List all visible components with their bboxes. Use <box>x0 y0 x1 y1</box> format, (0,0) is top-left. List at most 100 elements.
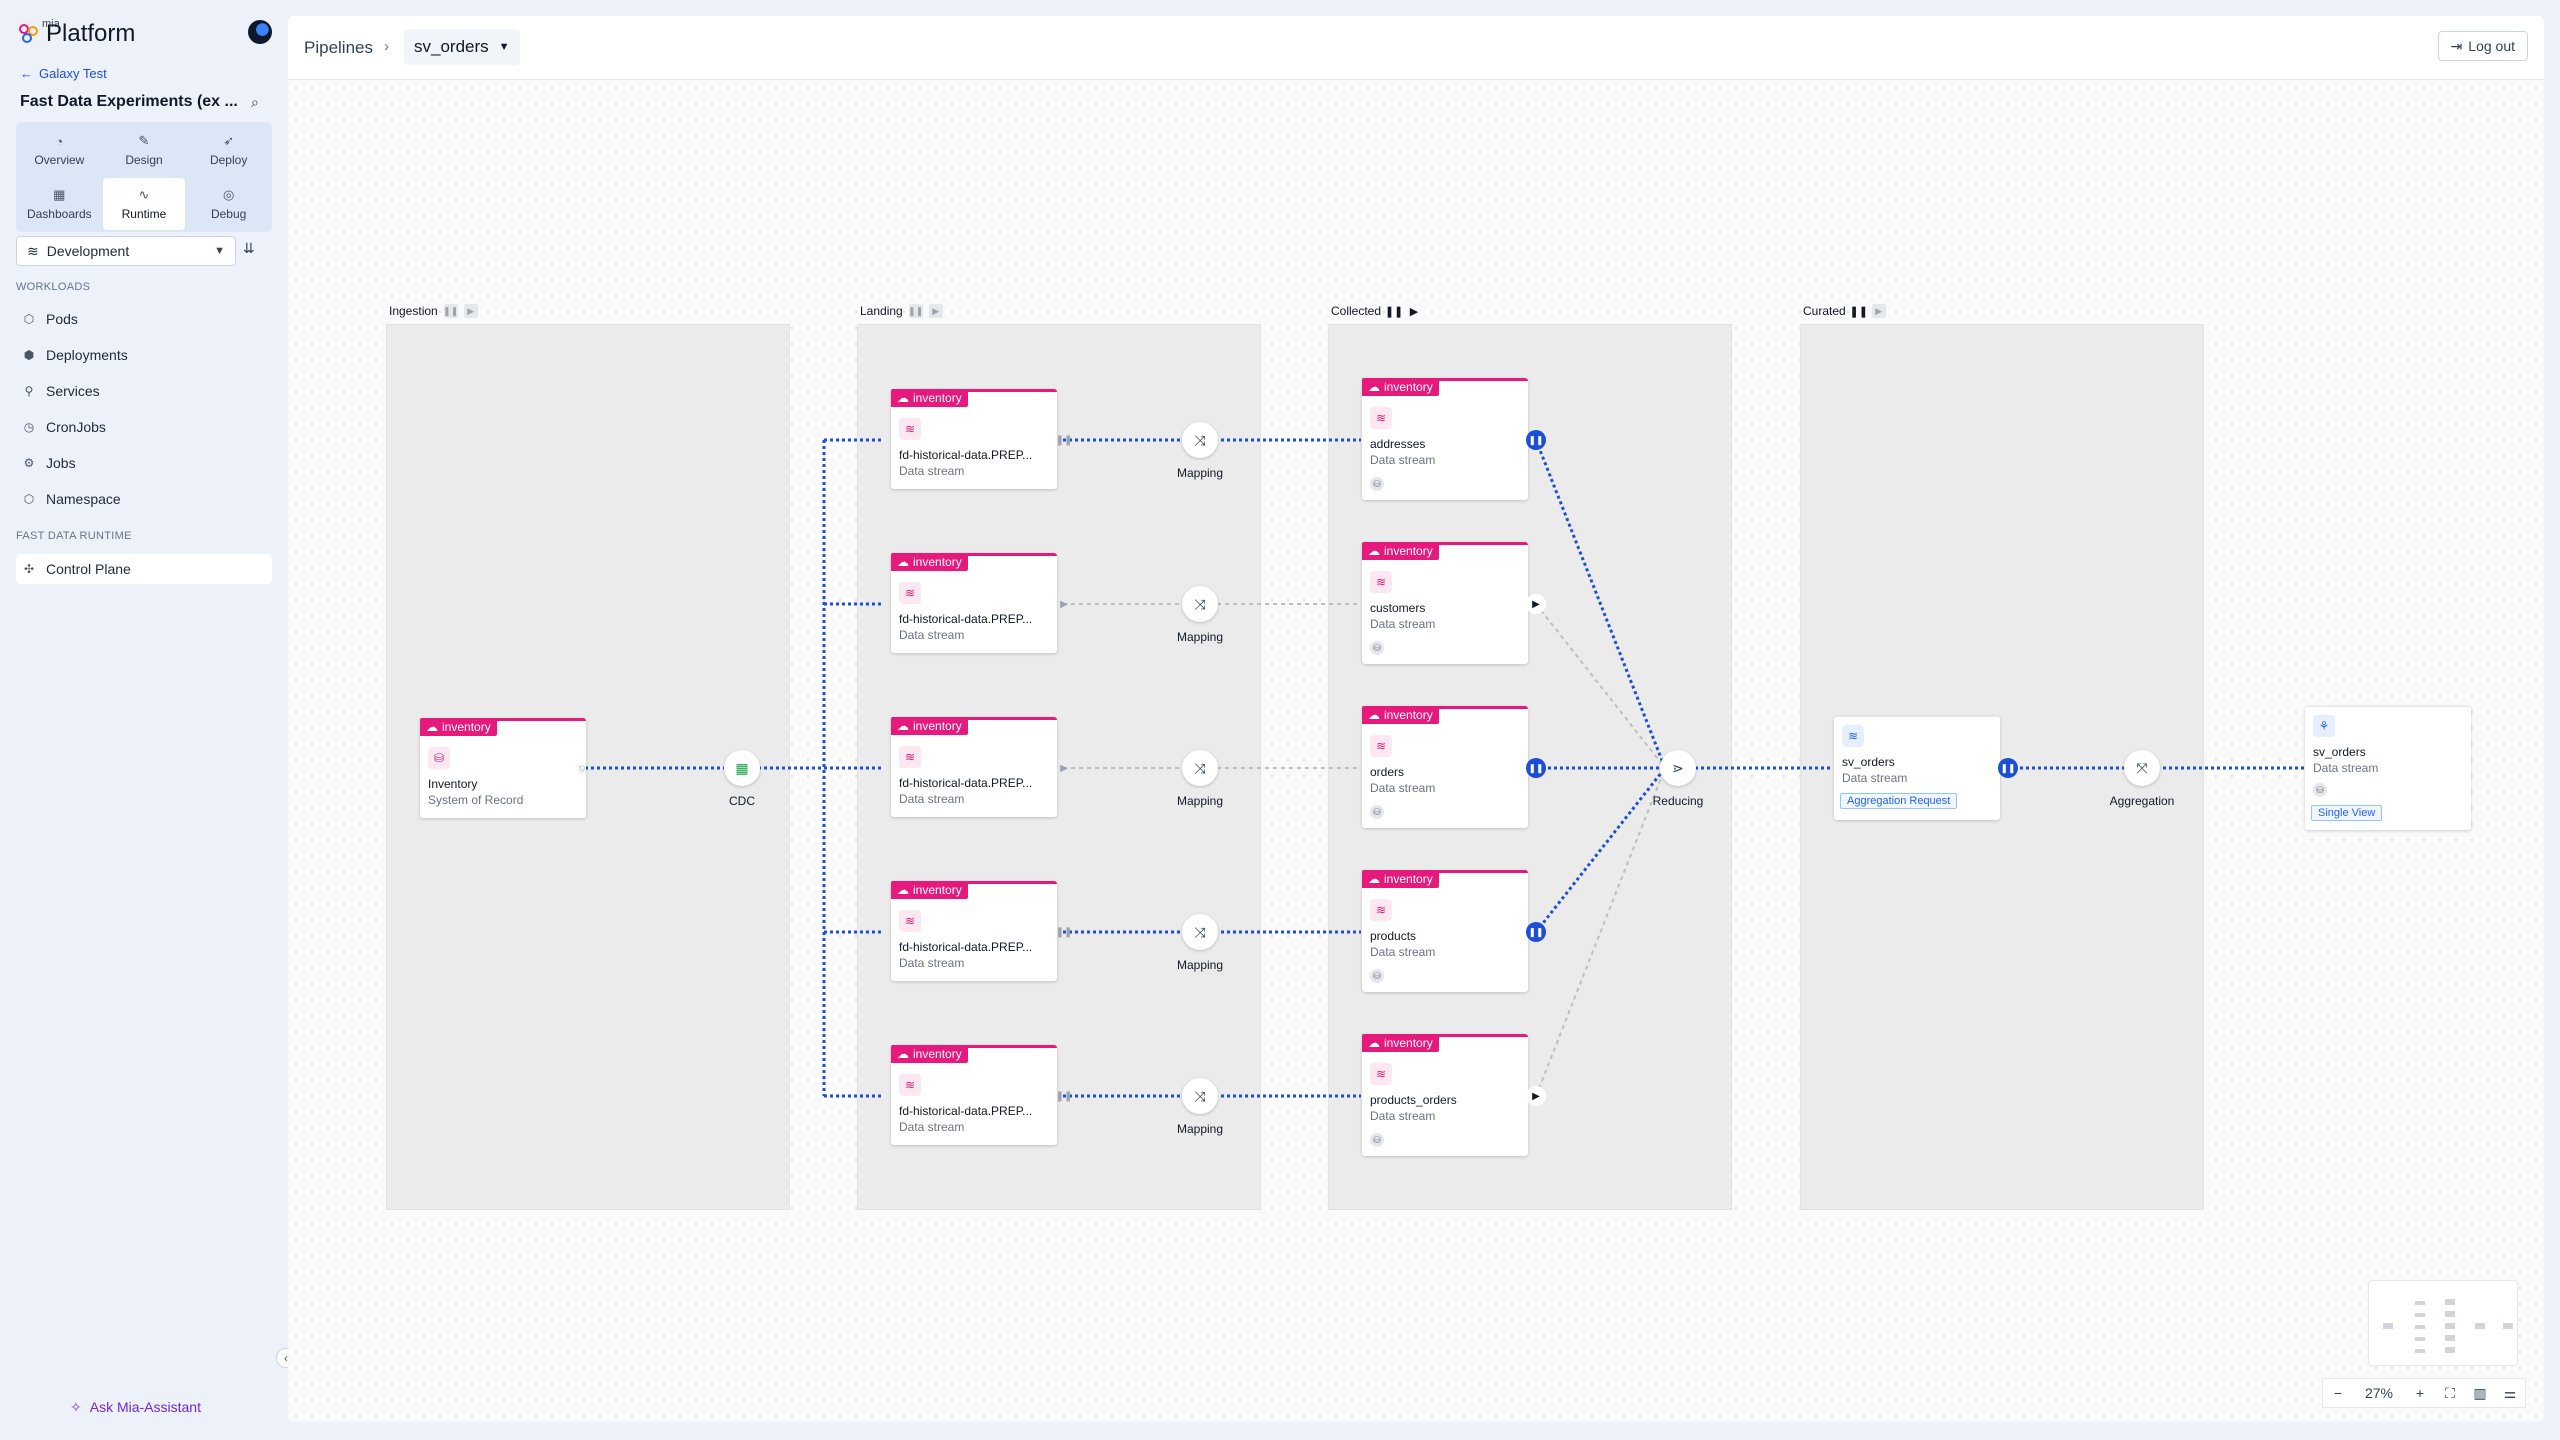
sidebar-item-services[interactable]: ⚲Services <box>16 376 272 406</box>
user-avatar[interactable] <box>248 20 272 44</box>
mia-platform-logo[interactable]: mia Platform <box>18 18 135 48</box>
collected-node-products[interactable]: ☁inventory ≋ products Data stream ⛁ <box>1362 870 1528 992</box>
tab-label: Overview <box>34 152 85 167</box>
pause-icon[interactable]: ❚❚ <box>1998 758 2018 778</box>
pause-icon[interactable]: ❚❚ <box>1526 758 1546 778</box>
landing-node-4[interactable]: ☁inventory ≋ fd-historical-data.PREP... … <box>891 881 1057 981</box>
pause-icon[interactable]: ❚❚ <box>1526 922 1546 942</box>
pause-icon[interactable]: ❚❚ <box>908 304 923 318</box>
sidebar-item-cronjobs[interactable]: ◷CronJobs <box>16 412 272 442</box>
landing-node-3[interactable]: ☁inventory ≋ fd-historical-data.PREP... … <box>891 717 1057 817</box>
chevron-left-icon: ‹ <box>284 1351 288 1365</box>
collected-node-products-orders[interactable]: ☁inventory ≋ products_orders Data stream… <box>1362 1034 1528 1156</box>
source-status-icon: ⦸ <box>578 762 586 774</box>
sidebar-item-deployments[interactable]: ⬢Deployments <box>16 340 272 370</box>
environment-select[interactable]: ≋ Development ▼ <box>16 236 236 266</box>
tab-design[interactable]: ✎Design <box>103 124 186 176</box>
pipeline-canvas[interactable]: Ingestion ❚❚▶ Landing ❚❚▶ Collected ❚❚▶ … <box>288 80 2544 1422</box>
play-icon[interactable]: ▶ <box>1409 305 1419 318</box>
node-tag-label: inventory <box>913 883 962 897</box>
sidebar-item-jobs[interactable]: ⚙Jobs <box>16 448 272 478</box>
sidebar-item-label: Namespace <box>46 491 121 507</box>
top-bar: Pipelines › sv_orders ▼ ⇥ Log out <box>288 16 2544 80</box>
tab-label: Debug <box>210 207 247 221</box>
zoom-in-button[interactable]: + <box>2415 1385 2425 1401</box>
pause-icon[interactable]: ❚❚ <box>443 304 458 318</box>
map-icon[interactable]: ▥ <box>2473 1384 2487 1401</box>
collected-node-orders[interactable]: ☁inventory ≋ orders Data stream ⛁ <box>1362 706 1528 828</box>
tab-debug[interactable]: ◎Debug <box>187 178 270 230</box>
minimap-preview <box>2383 1299 2513 1353</box>
minimap[interactable] <box>2368 1280 2518 1366</box>
user-icon: ⚲ <box>24 384 34 398</box>
collected-node-addresses[interactable]: ☁inventory ≋ addresses Data stream ⛁ <box>1362 378 1528 500</box>
tab-runtime[interactable]: ∿Runtime <box>102 178 186 230</box>
shuffle-icon: ⤨ <box>1194 759 1206 776</box>
play-icon[interactable]: ▶ <box>1060 598 1068 610</box>
mapping-operator-1[interactable]: ⤨ <box>1182 422 1218 458</box>
tab-label: Deploy <box>209 153 248 167</box>
sidebar: mia Platform ← Galaxy Test Fast Data Exp… <box>0 0 296 1440</box>
reducing-operator[interactable]: ⋗ <box>1660 750 1696 786</box>
environment-action-icon[interactable]: ⇊ <box>243 240 255 256</box>
cloud-icon: ☁ <box>897 1047 909 1061</box>
pause-icon[interactable]: ❚❚ <box>1055 434 1073 446</box>
pause-icon[interactable]: ❚❚ <box>1526 430 1546 450</box>
single-view-node-sv-orders[interactable]: ⚘ sv_orders Data stream ⛁ Single View <box>2305 706 2471 830</box>
project-title: Fast Data Experiments (ex ... <box>20 93 238 110</box>
logout-button[interactable]: ⇥ Log out <box>2437 31 2528 61</box>
node-title: fd-historical-data.PREP... <box>899 776 1033 790</box>
zoom-out-button[interactable]: − <box>2333 1385 2343 1401</box>
play-icon[interactable]: ▶ <box>463 304 478 318</box>
mapping-operator-5[interactable]: ⤨ <box>1182 1078 1218 1114</box>
landing-node-2[interactable]: ☁inventory ≋ fd-historical-data.PREP... … <box>891 553 1057 653</box>
collected-node-customers[interactable]: ☁inventory ≋ customers Data stream ⛁ <box>1362 542 1528 664</box>
mapping-operator-4[interactable]: ⤨ <box>1182 914 1218 950</box>
pause-icon[interactable]: ❚❚ <box>1055 1090 1073 1102</box>
settings-sliders-icon[interactable]: ⚌ <box>2503 1384 2517 1401</box>
mapping-label: Mapping <box>1176 1122 1224 1136</box>
landing-node-1[interactable]: ☁inventory ≋ fd-historical-data.PREP... … <box>891 389 1057 489</box>
curated-node-sv-orders[interactable]: ≋ sv_orders Data stream Aggregation Requ… <box>1834 716 2000 820</box>
source-node-inventory[interactable]: ☁inventory ⛁ Inventory System of Record <box>420 718 586 818</box>
node-title: sv_orders <box>1842 755 1895 769</box>
tab-dashboards[interactable]: ▦Dashboards <box>18 178 101 230</box>
tab-overview[interactable]: ◔Overview <box>18 124 101 176</box>
aggregation-operator[interactable]: ⤧ <box>2124 750 2160 786</box>
mapping-operator-2[interactable]: ⤨ <box>1182 586 1218 622</box>
tab-label: Dashboards <box>26 207 92 221</box>
node-tag: ☁inventory <box>891 717 968 735</box>
fit-view-icon[interactable]: ⛶ <box>2445 1384 2455 1401</box>
clock-icon: ◷ <box>23 420 35 434</box>
shuffle-icon: ⤨ <box>1194 923 1206 940</box>
mapping-operator-3[interactable]: ⤨ <box>1182 750 1218 786</box>
node-subtitle: Data stream <box>1370 1109 1436 1123</box>
node-tag-label: inventory <box>1384 872 1433 886</box>
sidebar-item-pods[interactable]: ⬡Pods <box>16 304 272 334</box>
section-tabs: ◔Overview ✎Design ➶Deploy ▦Dashboards ∿R… <box>16 122 272 232</box>
node-tag-label: inventory <box>913 555 962 569</box>
play-icon[interactable]: ▶ <box>1526 1086 1546 1106</box>
landing-node-5[interactable]: ☁inventory ≋ fd-historical-data.PREP... … <box>891 1045 1057 1145</box>
pause-icon[interactable]: ❚❚ <box>1384 305 1404 318</box>
play-icon[interactable]: ▶ <box>1060 762 1068 774</box>
pause-icon[interactable]: ❚❚ <box>1055 926 1073 938</box>
node-tag-label: inventory <box>913 391 962 405</box>
play-icon[interactable]: ▶ <box>928 304 943 318</box>
search-icon[interactable]: ⌕ <box>251 94 259 110</box>
back-link[interactable]: ← Galaxy Test <box>20 66 107 81</box>
tab-deploy[interactable]: ➶Deploy <box>187 124 270 176</box>
sidebar-item-control-plane[interactable]: ✣Control Plane <box>16 554 272 584</box>
aggregation-request-badge[interactable]: Aggregation Request <box>1840 793 1958 809</box>
pipeline-selector[interactable]: sv_orders ▼ <box>404 29 520 65</box>
node-tag: ☁inventory <box>1362 870 1439 888</box>
play-icon[interactable]: ▶ <box>1871 304 1886 318</box>
sidebar-item-namespace[interactable]: ⬡Namespace <box>16 484 272 514</box>
ask-assistant-button[interactable]: ✧ Ask Mia-Assistant <box>70 1399 201 1416</box>
pause-icon[interactable]: ❚❚ <box>1849 305 1868 318</box>
single-view-badge[interactable]: Single View <box>2311 805 2383 821</box>
cdc-operator[interactable]: ▦ <box>724 750 760 786</box>
play-icon[interactable]: ▶ <box>1526 594 1546 614</box>
breadcrumb-pipelines[interactable]: Pipelines <box>304 38 373 57</box>
node-tag: ☁inventory <box>1362 378 1439 396</box>
